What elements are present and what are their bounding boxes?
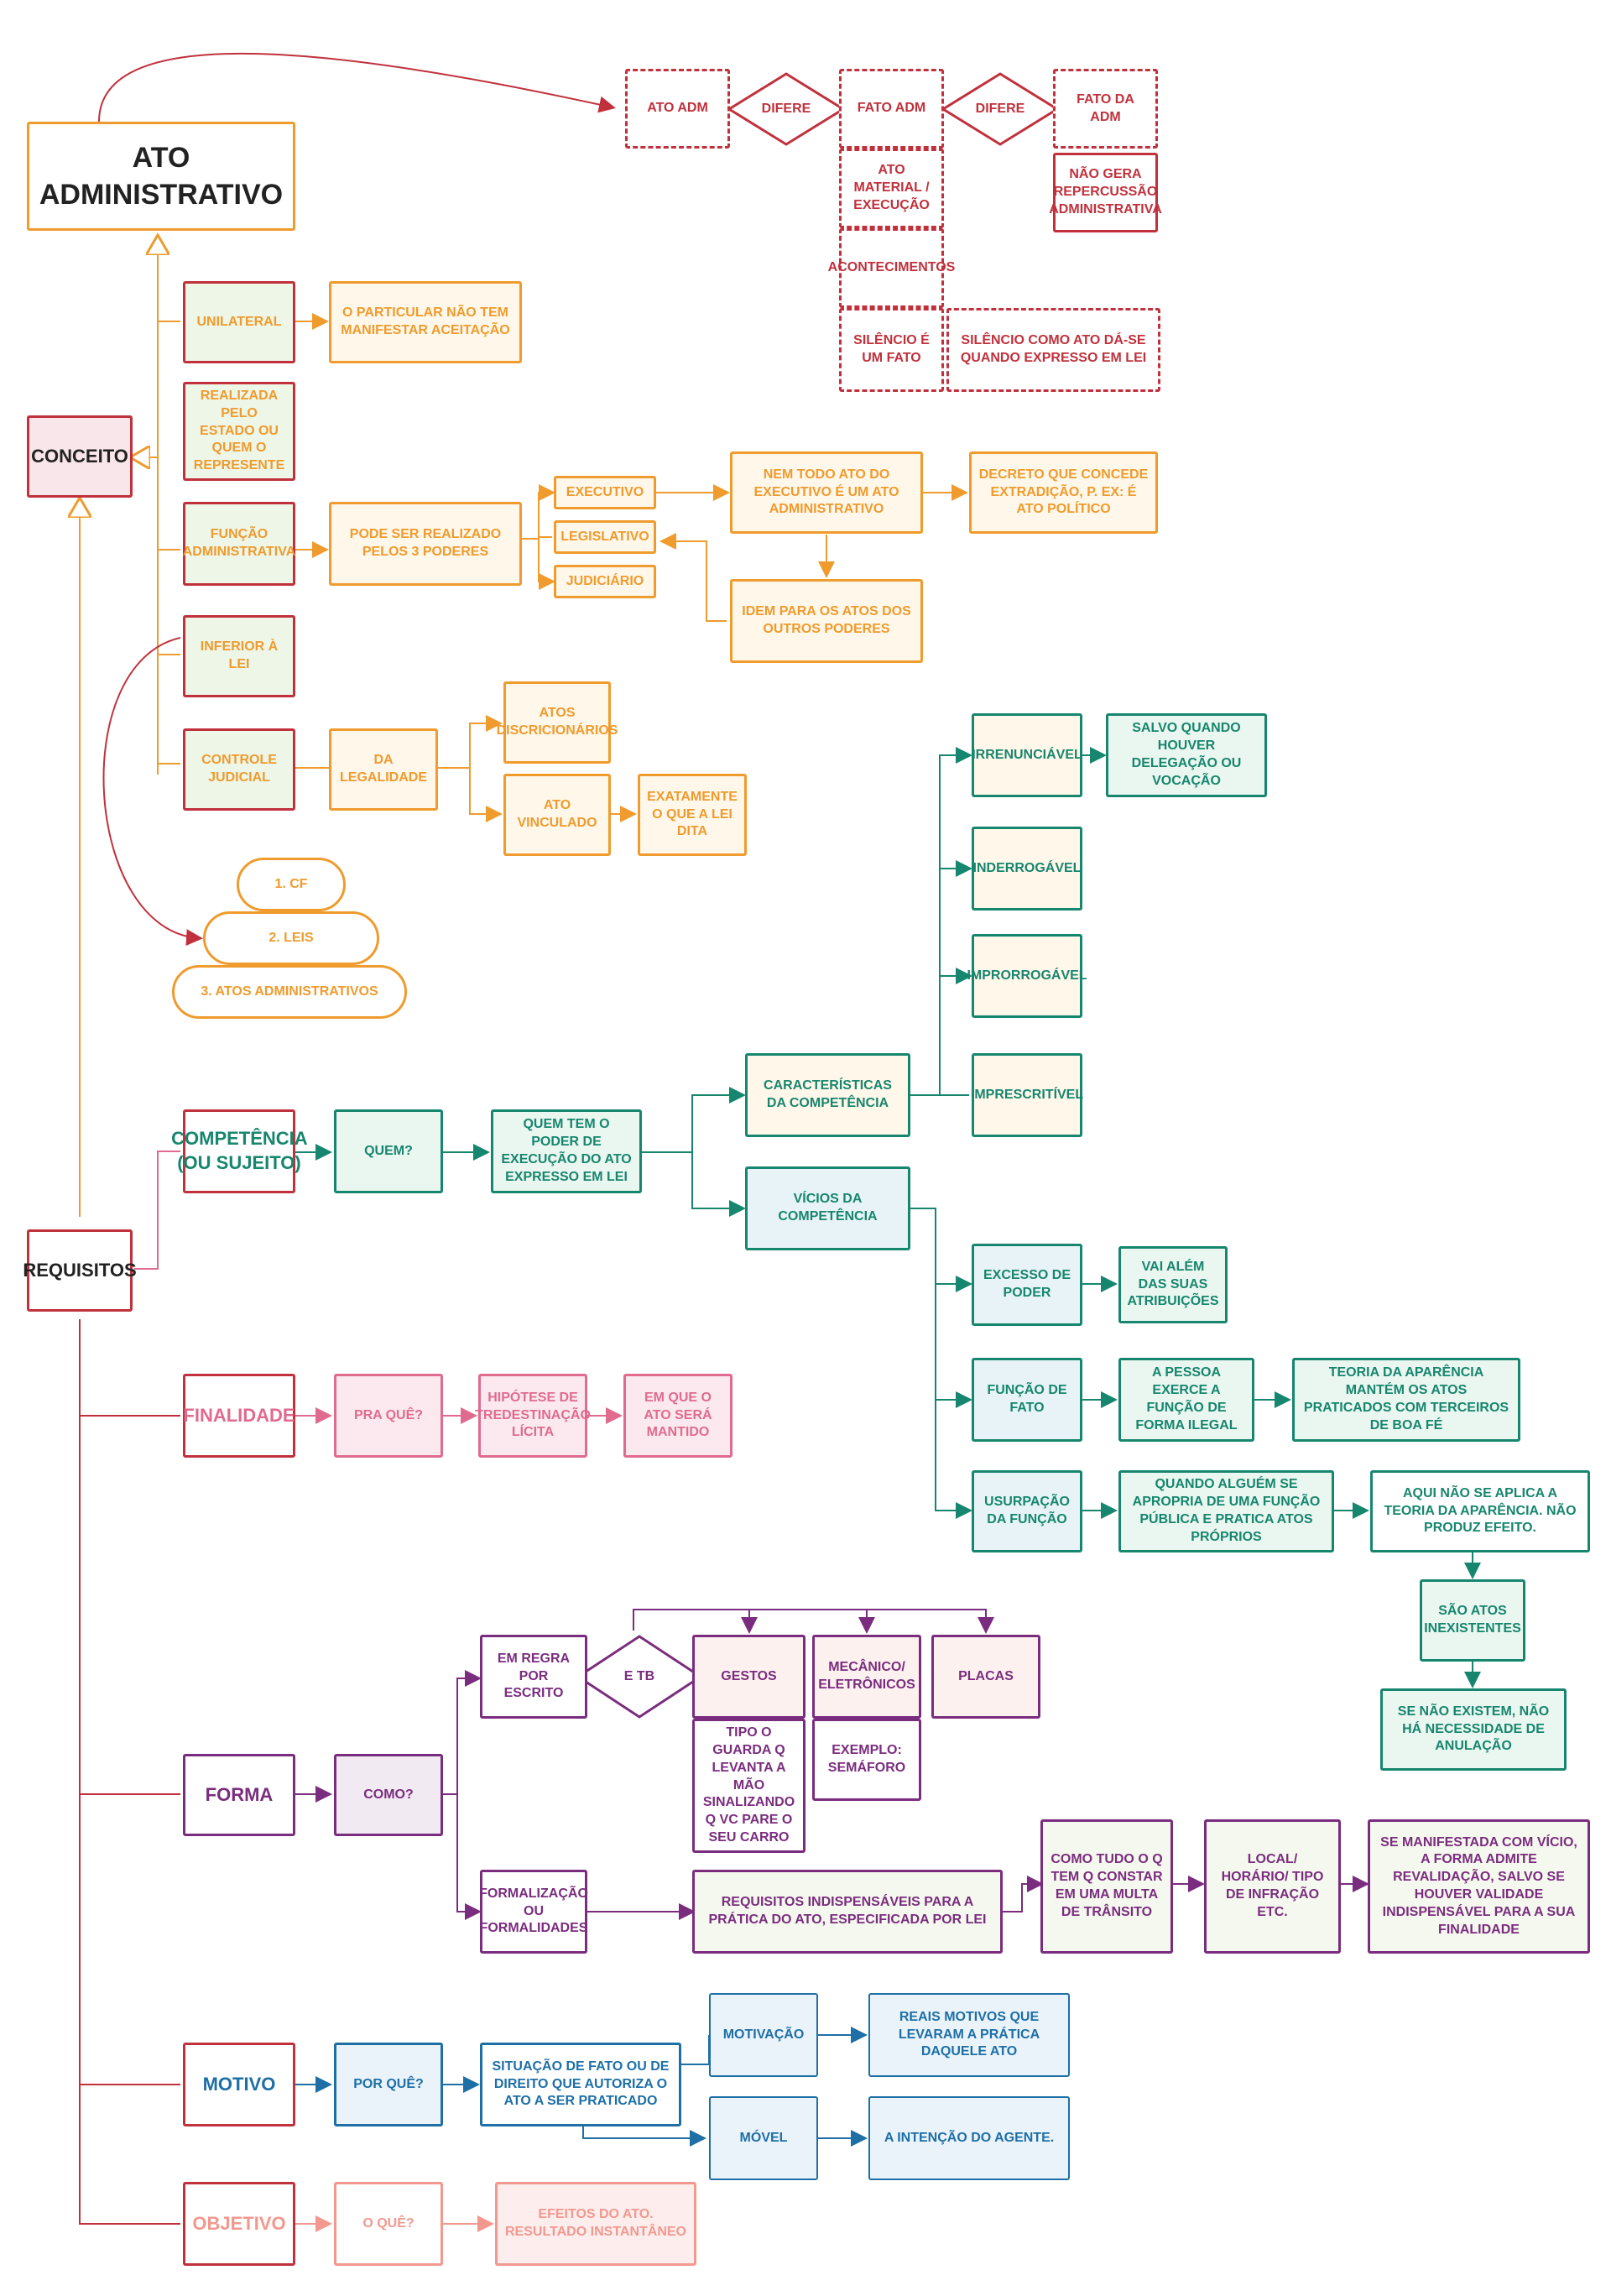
difere-diamond-1	[727, 72, 846, 146]
conceito-node: CONCEITO	[27, 415, 133, 498]
reais-node: REAIS MOTIVOS QUE LEVARAM A PRÁTICA DAQU…	[868, 1993, 1070, 2077]
o-que-node: O QUÊ?	[334, 2182, 443, 2266]
usurpacao-node: USURPAÇÃO DA FUNÇÃO	[972, 1470, 1082, 1552]
se-manifestada-node: SE MANIFESTADA COM VÍCIO, A FORMA ADMITE…	[1368, 1819, 1590, 1954]
como-tudo-node: COMO TUDO O Q TEM Q CONSTAR EM UMA MULTA…	[1040, 1819, 1173, 1954]
discricionarios-node: ATOS DISCRICIONÁRIOS	[497, 681, 618, 764]
situacao-node: SITUAÇÃO DE FATO OU DE DIREITO QUE AUTOR…	[480, 2043, 681, 2126]
inderrogavel-node: INDERROGÁVEL	[972, 827, 1082, 911]
unilateral-node: UNILATERAL	[183, 281, 295, 363]
formalizacao-node: FORMALIZAÇÃO OU FORMALIDADES	[479, 1870, 588, 1954]
hierarquia-leis: 2. LEIS	[203, 911, 379, 965]
judiciario-node: JUDICIÁRIO	[554, 565, 656, 598]
em-regra-node: EM REGRA POR ESCRITO	[480, 1635, 587, 1719]
caracteristicas-node: CARACTERÍSTICAS DA COMPETÊNCIA	[745, 1053, 910, 1137]
teoria-node: TEORIA DA APARÊNCIA MANTÉM OS ATOS PRATI…	[1292, 1358, 1520, 1442]
funcao-fato-node: FUNÇÃO DE FATO	[972, 1358, 1082, 1442]
funcao-node: FUNÇÃO ADMINISTRATIVA	[183, 502, 295, 586]
idem-node: IDEM PARA OS ATOS DOS OUTROS PODERES	[730, 579, 923, 663]
legislativo-node: LEGISLATIVO	[554, 520, 656, 554]
objetivo-node: OBJETIVO	[183, 2182, 295, 2266]
fato-da-adm-node: FATO DA ADM	[1053, 69, 1158, 149]
legalidade-node: DA LEGALIDADE	[329, 728, 438, 811]
controle-node: CONTROLE JUDICIAL	[183, 728, 295, 811]
vai-alem-node: VAI ALÉM DAS SUAS ATRIBUIÇÕES	[1118, 1246, 1228, 1323]
acontecimentos-node: ACONTECIMENTOS	[828, 228, 955, 308]
hipotese-node: HIPÓTESE DE TREDESTINAÇÃO LÍCITA	[475, 1374, 591, 1458]
main-title: ATO ADMINISTRATIVO	[27, 122, 295, 231]
imprescritivel-node: IMPRESCRITÍVEL	[971, 1053, 1083, 1137]
ato-adm-node: ATO ADM	[625, 69, 730, 149]
se-nao-node: SE NÃO EXISTEM, NÃO HÁ NECESSIDADE DE AN…	[1380, 1688, 1567, 1771]
decreto-node: DECRETO QUE CONCEDE EXTRADIÇÃO, P. EX: É…	[969, 451, 1158, 534]
difere-diamond-2	[941, 72, 1060, 146]
vicios-node: VÍCIOS DA COMPETÊNCIA	[745, 1166, 910, 1250]
funcao-note: PODE SER REALIZADO PELOS 3 PODERES	[329, 502, 522, 586]
motivo-node: MOTIVO	[183, 2043, 295, 2126]
nao-gera-node: NÃO GERA REPERCUSSÃO ADMINISTRATIVA	[1049, 153, 1162, 232]
motivacao-node: MOTIVAÇÃO	[709, 1993, 818, 2077]
quando-alguem-node: QUANDO ALGUÉM SE APROPRIA DE UMA FUNÇÃO …	[1118, 1470, 1334, 1552]
quem-node: QUEM?	[334, 1109, 443, 1193]
pessoa-exerce-node: A PESSOA EXERCE A FUNÇÃO DE FORMA ILEGAL	[1118, 1358, 1254, 1442]
forma-node: FORMA	[183, 1754, 295, 1836]
aqui-nao-node: AQUI NÃO SE APLICA A TEORIA DA APARÊNCIA…	[1370, 1470, 1590, 1552]
mecanico-ex-node: EXEMPLO: SEMÁFORO	[812, 1719, 921, 1801]
excesso-node: EXCESSO DE PODER	[972, 1244, 1082, 1326]
inferior-node: INFERIOR À LEI	[183, 615, 295, 697]
e-tb-label: E TB	[623, 1669, 655, 1683]
competencia-node: COMPETÊNCIA (OU SUJEITO)	[171, 1109, 308, 1193]
unilateral-note: O PARTICULAR NÃO TEM MANIFESTAR ACEITAÇÃ…	[329, 281, 522, 363]
salvo-node: SALVO QUANDO HOUVER DELEGAÇÃO OU VOCAÇÃO	[1106, 713, 1267, 797]
inexistentes-node: SÃO ATOS INEXISTENTES	[1420, 1579, 1525, 1662]
realizada-node: REALIZADA PELO ESTADO OU QUEM O REPRESEN…	[183, 382, 295, 481]
requisitos-ind-node: REQUISITOS INDISPENSÁVEIS PARA A PRÁTICA…	[692, 1870, 1003, 1954]
intencao-node: A INTENÇÃO DO AGENTE.	[868, 2096, 1070, 2180]
vinculado-node: ATO VINCULADO	[503, 774, 611, 856]
fato-adm-node: FATO ADM	[839, 69, 944, 149]
pra-que-node: PRA QUÊ?	[334, 1374, 443, 1458]
como-node: COMO?	[334, 1754, 443, 1836]
silencio-fato-node: SILÊNCIO É UM FATO	[839, 308, 944, 392]
mecanico-node: MECÂNICO/ ELETRÔNICOS	[812, 1635, 921, 1719]
exatamente-node: EXATAMENTE O QUE A LEI DITA	[638, 774, 747, 856]
difere-label-2: DIFERE	[975, 102, 1025, 116]
nem-todo-node: NEM TODO ATO DO EXECUTIVO É UM ATO ADMIN…	[730, 451, 923, 534]
gestos-node: GESTOS	[692, 1635, 806, 1719]
hierarquia-atos: 3. ATOS ADMINISTRATIVOS	[172, 965, 407, 1019]
gestos-ex-node: TIPO O GUARDA Q LEVANTA A MÃO SINALIZAND…	[692, 1719, 806, 1853]
por-que-node: POR QUÊ?	[334, 2043, 443, 2126]
silencio-ato-node: SILÊNCIO COMO ATO DÁ-SE QUANDO EXPRESSO …	[946, 308, 1160, 392]
irrenunciavel-node: IRRENUNCIÁVEL	[972, 713, 1082, 797]
finalidade-node: FINALIDADE	[183, 1374, 295, 1458]
em-que-node: EM QUE O ATO SERÁ MANTIDO	[623, 1374, 733, 1458]
executivo-node: EXECUTIVO	[554, 476, 656, 509]
efeitos-node: EFEITOS DO ATO. RESULTADO INSTANTÂNEO	[495, 2182, 696, 2266]
placas-node: PLACAS	[931, 1635, 1040, 1719]
ato-material-node: ATO MATERIAL / EXECUÇÃO	[839, 149, 944, 228]
local-node: LOCAL/ HORÁRIO/ TIPO DE INFRAÇÃO ETC.	[1204, 1819, 1341, 1954]
hierarquia-cf: 1. CF	[237, 858, 346, 911]
quem-tem-node: QUEM TEM O PODER DE EXECUÇÃO DO ATO EXPR…	[491, 1109, 642, 1193]
etb-diamond	[576, 1635, 703, 1719]
improrrogavel-node: IMPRORROGÁVEL	[967, 934, 1087, 1018]
requisitos-node: REQUISITOS	[23, 1229, 137, 1312]
movel-node: MÓVEL	[709, 2096, 818, 2180]
difere-label-1: DIFERE	[761, 102, 811, 116]
